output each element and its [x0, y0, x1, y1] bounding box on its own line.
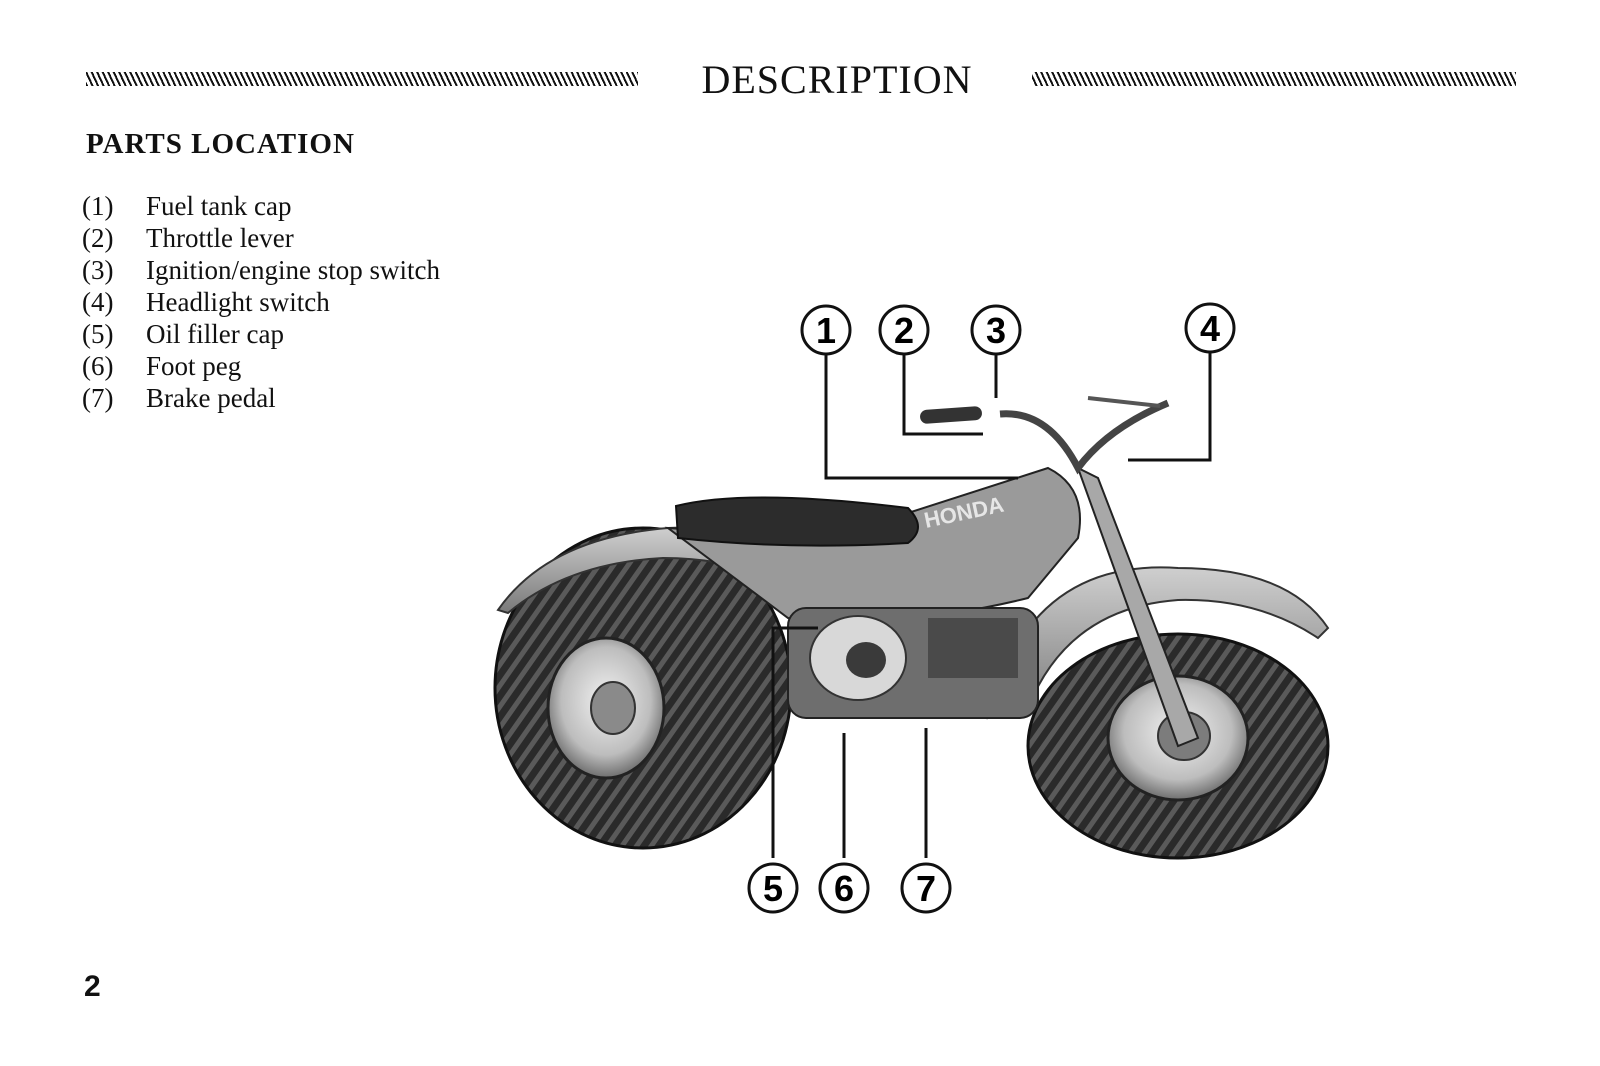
part-number: (4) — [82, 287, 114, 317]
part-number: (7) — [82, 383, 114, 413]
callout-5: 5 — [747, 862, 799, 914]
part-label: Brake pedal — [146, 383, 276, 413]
front-fork — [1076, 465, 1200, 748]
callout-4: 4 — [1184, 302, 1236, 354]
engine — [787, 607, 1039, 719]
list-item: (2) Throttle lever — [82, 222, 440, 254]
callout-1-label: 1 — [816, 310, 836, 351]
part-label: Throttle lever — [146, 223, 294, 253]
part-number: (6) — [82, 351, 114, 381]
part-number: (5) — [82, 319, 114, 349]
callout-5-label: 5 — [763, 868, 783, 909]
callout-2-label: 2 — [894, 310, 914, 351]
header-rule: DESCRIPTION — [86, 58, 1516, 102]
seat — [674, 496, 919, 547]
callout-6-label: 6 — [834, 868, 854, 909]
front-fender — [986, 566, 1330, 720]
page-header-title: DESCRIPTION — [642, 58, 1032, 102]
list-item: (4) Headlight switch — [82, 286, 440, 318]
header-hatch-right — [1030, 72, 1516, 86]
part-number: (3) — [82, 255, 114, 285]
section-title: PARTS LOCATION — [86, 128, 355, 160]
list-item: (1) Fuel tank cap — [82, 190, 440, 222]
list-item: (7) Brake pedal — [82, 382, 440, 414]
callout-leaders — [771, 348, 1212, 858]
callout-6: 6 — [818, 862, 870, 914]
callout-3-label: 3 — [986, 310, 1006, 351]
callout-3: 3 — [970, 304, 1022, 356]
list-item: (6) Foot peg — [82, 350, 440, 382]
handlebar — [920, 396, 1170, 475]
part-label: Oil filler cap — [146, 319, 284, 349]
page-number: 2 — [84, 970, 101, 1003]
part-number: (1) — [82, 191, 114, 221]
part-label: Ignition/engine stop switch — [146, 255, 440, 285]
part-label: Headlight switch — [146, 287, 330, 317]
list-item: (3) Ignition/engine stop switch — [82, 254, 440, 286]
callout-2: 2 — [878, 304, 930, 356]
header-hatch-left — [86, 72, 638, 86]
parts-list: (1) Fuel tank cap (2) Throttle lever (3) Ig… — [82, 190, 440, 414]
atv-illustration: HONDA 1 — [488, 238, 1358, 928]
callout-7-label: 7 — [916, 868, 936, 909]
atv-figure: HONDA 1 — [488, 238, 1358, 928]
callout-4-label: 4 — [1200, 308, 1220, 349]
part-label: Foot peg — [146, 351, 242, 381]
part-label: Fuel tank cap — [146, 191, 292, 221]
part-number: (2) — [82, 223, 114, 253]
callout-1: 1 — [800, 304, 852, 356]
list-item: (5) Oil filler cap — [82, 318, 440, 350]
callout-7: 7 — [900, 862, 952, 914]
